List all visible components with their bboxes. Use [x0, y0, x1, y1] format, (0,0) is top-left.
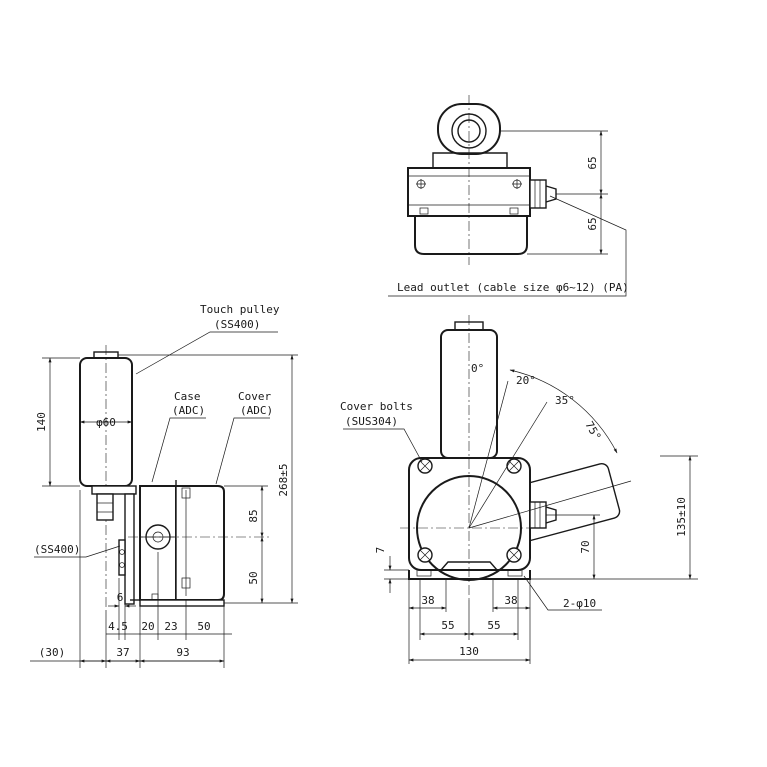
dim-side-23: 23	[164, 620, 177, 633]
dim-top-65a: 65	[586, 156, 599, 169]
dim-pulley-length: 140	[35, 412, 48, 432]
dim-upper-85: 85	[247, 509, 260, 522]
label-cover-bolts: Cover bolts	[340, 400, 413, 413]
dim-front-55b: 55	[487, 619, 500, 632]
label-mount-holes: 2-φ10	[563, 597, 596, 610]
angle-0: 0°	[471, 362, 484, 375]
top-cable-gland	[529, 179, 547, 209]
angle-35: 35°	[555, 394, 575, 407]
dim-side-50: 50	[197, 620, 210, 633]
label-case: Case	[174, 390, 201, 403]
dim-front-135: 135±10	[675, 497, 688, 537]
dim-side-20: 20	[141, 620, 154, 633]
dim-front-70: 70	[579, 540, 592, 553]
label-cover-bolts-material: (SUS304)	[345, 415, 398, 428]
label-cover-material: (ADC)	[240, 404, 273, 417]
side-cover	[176, 485, 225, 601]
dim-front-130: 130	[459, 645, 479, 658]
top-view: 65 65 Lead outlet (cable size φ6~12) (PA…	[388, 95, 629, 297]
side-pulley-nut	[96, 493, 114, 521]
side-view: φ60 140 26	[30, 303, 298, 668]
label-bracket-material: (SS400)	[34, 543, 80, 556]
label-case-material: (ADC)	[172, 404, 205, 417]
top-pulley-body	[437, 103, 501, 155]
dim-front-38a: 38	[421, 594, 434, 607]
dim-pulley-dia: φ60	[96, 416, 116, 429]
dim-front-7: 7	[374, 547, 387, 554]
dim-bottom-37: 37	[116, 646, 129, 659]
side-arm	[124, 493, 135, 605]
front-cable-gland	[529, 501, 547, 529]
label-touch-pulley-material: (SS400)	[214, 318, 260, 331]
dim-total-height: 268±5	[277, 463, 290, 496]
lead-outlet-label: Lead outlet (cable size φ6~12) (PA)	[397, 281, 629, 294]
dim-bottom-93: 93	[176, 646, 189, 659]
angle-75: 75°	[582, 419, 603, 443]
dim-bottom-30: (30)	[39, 646, 66, 659]
dim-lower-50: 50	[247, 571, 260, 584]
dim-top-65b: 65	[586, 217, 599, 230]
dim-side-4-5: 4.5	[108, 620, 128, 633]
dim-bracket-6: 6	[117, 591, 124, 604]
label-touch-pulley: Touch pulley	[200, 303, 280, 316]
label-cover: Cover	[238, 390, 271, 403]
dim-front-55a: 55	[441, 619, 454, 632]
angle-20: 20°	[516, 374, 536, 387]
front-cover-bolts	[417, 458, 522, 563]
front-view: 0° 20° 35° 75° Cover bolts (SUS304) 7 38…	[340, 315, 698, 664]
dim-front-38b: 38	[504, 594, 517, 607]
